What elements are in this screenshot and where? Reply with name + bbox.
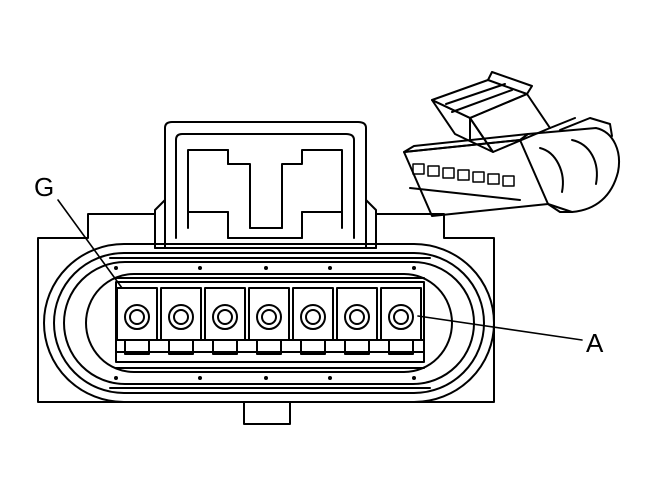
leader-line-g <box>57 199 123 289</box>
cavity <box>292 287 334 355</box>
cavity <box>204 287 246 355</box>
cavity <box>116 287 158 355</box>
cavity <box>336 287 378 355</box>
connector-iso-view <box>403 71 620 217</box>
callout-g: G <box>34 172 54 202</box>
rail-dots <box>114 266 416 380</box>
cavity <box>248 287 290 355</box>
callout-a: A <box>586 328 604 358</box>
leader-line-a <box>417 315 583 341</box>
cavity <box>380 287 422 355</box>
terminal-cavities <box>116 287 422 355</box>
cavity <box>160 287 202 355</box>
